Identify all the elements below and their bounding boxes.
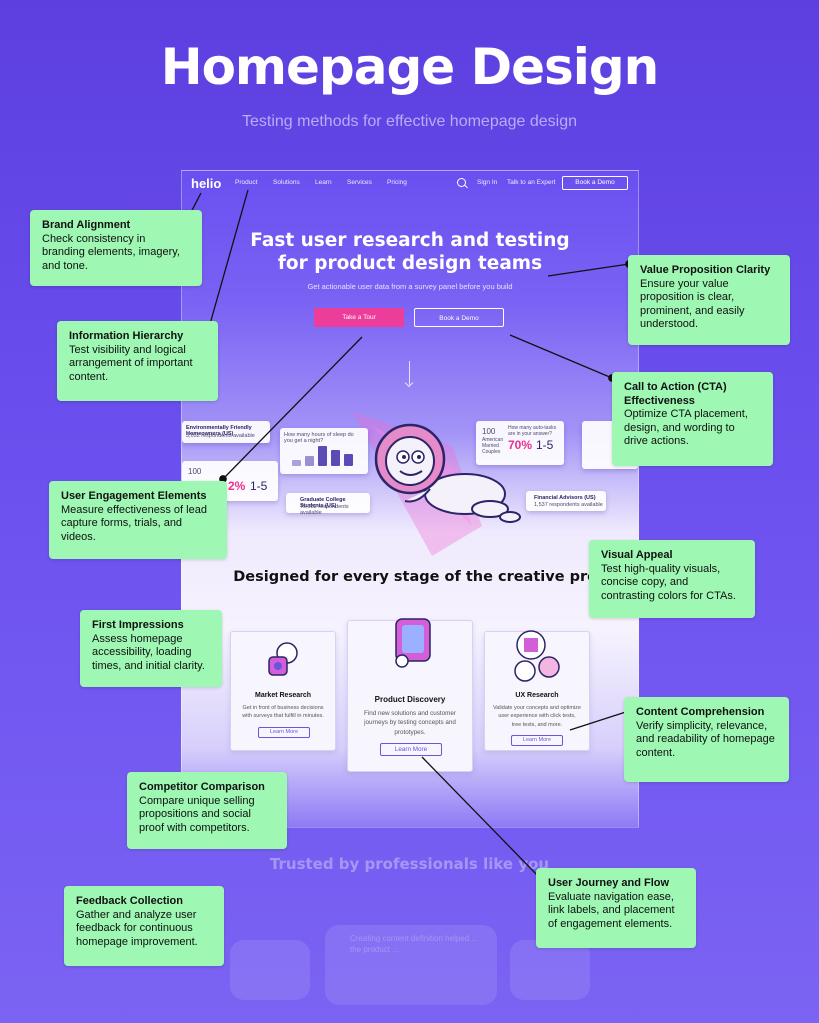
learn-more-button[interactable]: Learn More [258, 727, 310, 738]
note-visual-appeal: Visual Appeal Test high-quality visuals,… [589, 540, 755, 618]
card-product-discovery: Product Discovery Find new solutions and… [347, 618, 473, 772]
nav-product[interactable]: Product [235, 179, 258, 186]
note-user-journey: User Journey and Flow Evaluate navigatio… [536, 868, 696, 948]
floating-card-sleep-chart: How many hours of sleep do you get a nig… [280, 428, 368, 474]
testimonial-quote: Creating content definition helped ... t… [350, 934, 479, 955]
card-title: Product Discovery [374, 695, 446, 704]
site-nav: helio Product Solutions Learn Services P… [182, 171, 638, 197]
note-competitor-comparison: Competitor Comparison Compare unique sel… [127, 772, 287, 849]
site-logo[interactable]: helio [191, 176, 222, 191]
note-user-engagement: User Engagement Elements Measure effecti… [49, 481, 227, 559]
floating-card-married-couples: 100 American Married Couples How many au… [476, 421, 564, 465]
card-description: Get in front of business decisions with … [242, 705, 324, 720]
learn-more-button[interactable]: Learn More [511, 735, 563, 746]
note-value-proposition: Value Proposition Clarity Ensure your va… [628, 255, 790, 345]
note-information-hierarchy: Information Hierarchy Test visibility an… [57, 321, 218, 401]
nav-book-demo-button[interactable]: Book a Demo [562, 176, 628, 190]
nav-pricing[interactable]: Pricing [387, 179, 407, 186]
hero-subheading: Get actionable user data from a survey p… [307, 282, 513, 291]
ux-research-illustration [514, 630, 560, 682]
nav-solutions[interactable]: Solutions [273, 179, 300, 186]
card-description: Validate your concepts and optimize user… [493, 705, 581, 728]
market-research-illustration [268, 642, 298, 676]
hero-heading: Fast user research and testing for produ… [222, 229, 598, 275]
trusted-heading: Trusted by professionals like you [269, 855, 550, 873]
card-ux-research: UX Research Validate your concepts and o… [484, 630, 590, 751]
page-subtitle: Testing methods for effective homepage d… [241, 113, 578, 130]
note-content-comprehension: Content Comprehension Verify simplicity,… [624, 697, 789, 782]
testimonial-card-ghost [510, 940, 590, 1000]
note-cta-effectiveness: Call to Action (CTA) Effectiveness Optim… [612, 372, 773, 466]
note-first-impressions: First Impressions Assess homepage access… [80, 610, 222, 687]
card-description: Find new solutions and customer journeys… [363, 710, 457, 736]
testimonial-card-ghost [325, 925, 497, 1005]
hero-heading-line2: for product design teams [277, 253, 543, 274]
note-feedback-collection: Feedback Collection Gather and analyze u… [64, 886, 224, 966]
hero-heading-line1: Fast user research and testing [250, 230, 570, 251]
nav-services[interactable]: Services [347, 179, 372, 186]
card-market-research: Market Research Get in front of business… [230, 631, 336, 751]
homepage-mockup: helio Product Solutions Learn Services P… [181, 170, 639, 828]
astronaut-illustration [374, 423, 521, 523]
card-title: Market Research [254, 692, 312, 699]
floating-card-advisors: Financial Advisors (US) 1,537 respondent… [526, 491, 606, 511]
learn-more-button[interactable]: Learn More [380, 743, 442, 756]
testimonial-card-ghost [230, 940, 310, 1000]
product-discovery-illustration [395, 618, 431, 668]
nav-talk-expert[interactable]: Talk to an Expert [507, 179, 556, 186]
nav-learn[interactable]: Learn [315, 179, 332, 186]
book-demo-button[interactable]: Book a Demo [414, 308, 504, 327]
floating-card-homeowners: Environmentally Friendly Homeowners (US)… [182, 421, 270, 443]
floating-card-graduates: Graduate College Students (US) 75,032 re… [286, 493, 370, 516]
page-title: Homepage Design [160, 38, 660, 96]
search-icon[interactable] [457, 178, 466, 187]
card-title: UX Research [515, 692, 559, 699]
scroll-down-arrow-icon[interactable] [409, 361, 410, 385]
section-heading: Designed for every stage of the creative… [233, 569, 633, 585]
nav-sign-in[interactable]: Sign In [477, 179, 498, 186]
note-brand-alignment: Brand Alignment Check consistency in bra… [30, 210, 202, 286]
take-tour-button[interactable]: Take a Tour [314, 308, 404, 327]
